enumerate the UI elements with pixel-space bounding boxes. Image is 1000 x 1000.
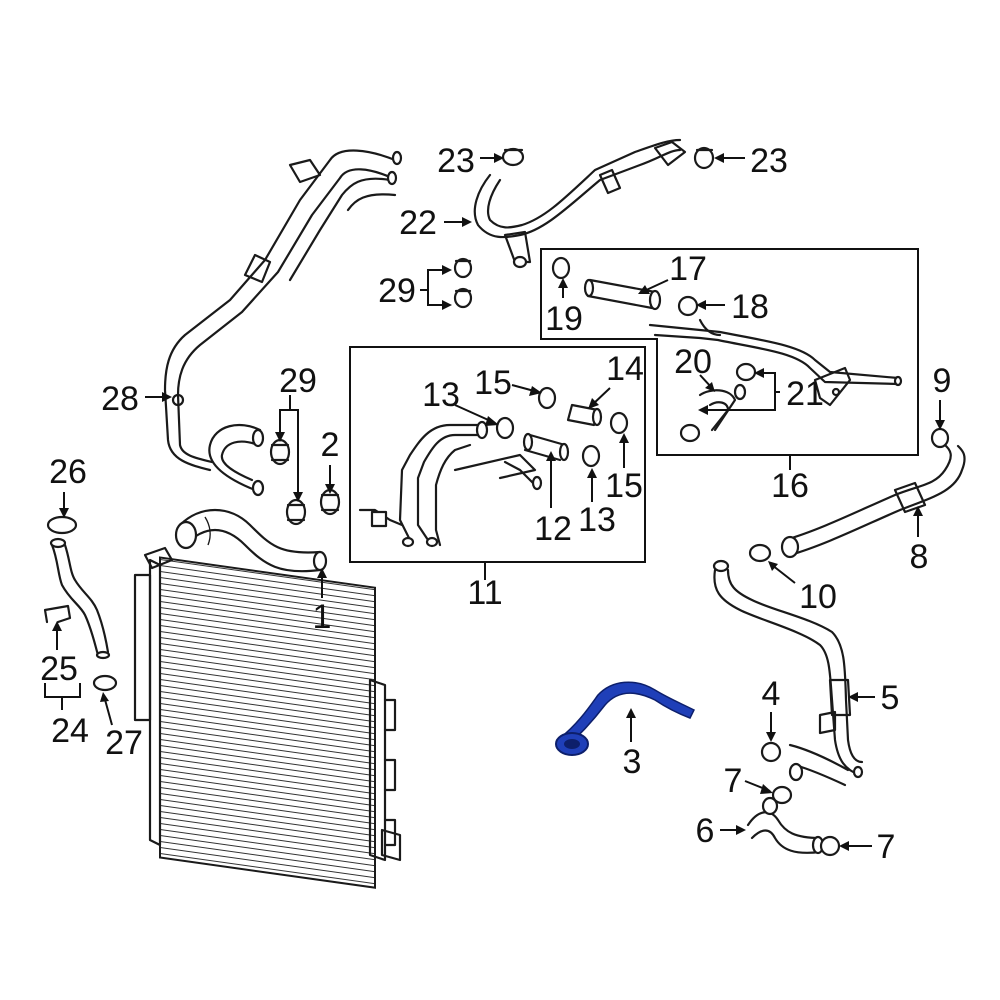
clamp-9[interactable] <box>930 427 950 449</box>
hose-22[interactable] <box>473 138 687 269</box>
clamp-23-right[interactable] <box>693 146 715 170</box>
clamp-13-upper[interactable] <box>495 416 515 440</box>
clamp-21-lower[interactable] <box>679 423 701 443</box>
clamp-27[interactable] <box>92 674 118 692</box>
callout-29-top: 29 <box>378 272 416 310</box>
callout-7-upper: 7 <box>724 762 743 800</box>
clamp-7-lower[interactable] <box>819 835 841 857</box>
callout-6: 6 <box>696 812 715 850</box>
hose-12[interactable] <box>522 432 570 462</box>
group-box-16 <box>540 248 919 456</box>
upper-radiator-hose[interactable] <box>174 508 328 573</box>
radiator[interactable] <box>133 546 402 889</box>
callout-2: 2 <box>321 426 340 464</box>
callout-20: 20 <box>674 343 712 381</box>
leader-lines <box>44 153 945 851</box>
callout-15-top: 15 <box>474 364 512 402</box>
callout-3: 3 <box>623 743 642 781</box>
coolant-pipe-assembly-28[interactable] <box>163 149 403 497</box>
callout-21: 21 <box>786 375 824 413</box>
hose-17[interactable] <box>583 278 662 311</box>
callout-23-right: 23 <box>750 142 788 180</box>
callout-16: 16 <box>771 467 809 505</box>
clamp-29-top-a[interactable] <box>453 257 473 279</box>
callout-labels: 1 2 3 4 5 6 7 7 8 9 10 11 12 13 13 14 15… <box>40 142 951 866</box>
callout-9: 9 <box>933 362 952 400</box>
callout-5: 5 <box>881 679 900 717</box>
clamp-29-top-b[interactable] <box>453 287 473 309</box>
callout-19: 19 <box>545 300 583 338</box>
hose-3-highlighted[interactable] <box>555 681 696 756</box>
callout-26: 26 <box>49 453 87 491</box>
clamp-4[interactable] <box>760 741 782 763</box>
clamp-7-upper[interactable] <box>771 785 793 805</box>
callout-7-lower: 7 <box>877 828 896 866</box>
callout-10: 10 <box>799 578 837 616</box>
clamp-10[interactable] <box>748 543 772 563</box>
callout-18: 18 <box>731 288 769 326</box>
clamp-26[interactable] <box>46 515 78 535</box>
clamp-29-lower[interactable] <box>285 498 307 526</box>
group-box-11 <box>349 346 646 563</box>
clamp-18[interactable] <box>677 295 699 317</box>
callout-1: 1 <box>313 598 332 636</box>
callout-24: 24 <box>51 712 89 750</box>
clamp-29-upper[interactable] <box>269 438 291 466</box>
clamp-15-right[interactable] <box>609 411 629 435</box>
callout-13-upper: 13 <box>422 376 460 414</box>
callout-15-right: 15 <box>605 467 643 505</box>
hose-6[interactable] <box>746 796 825 855</box>
hose-14[interactable] <box>566 403 603 427</box>
pipe-5[interactable] <box>712 559 864 787</box>
callout-22: 22 <box>399 204 437 242</box>
callout-28: 28 <box>101 380 139 418</box>
callout-27: 27 <box>105 724 143 762</box>
clamp-15-left[interactable] <box>537 386 557 410</box>
callout-12: 12 <box>534 510 572 548</box>
callout-17: 17 <box>669 250 707 288</box>
clamp-19[interactable] <box>551 256 571 280</box>
hose-24[interactable] <box>49 537 111 660</box>
clamp-23-left[interactable] <box>501 147 525 167</box>
clamp-13-lower[interactable] <box>581 444 601 468</box>
callout-11: 11 <box>467 574 502 612</box>
callout-29-left: 29 <box>279 362 317 400</box>
callout-25: 25 <box>40 650 78 688</box>
pipe-16[interactable] <box>648 318 903 407</box>
clip-25[interactable] <box>43 604 72 624</box>
hose-8[interactable] <box>780 443 966 559</box>
pipe-assembly-11[interactable] <box>358 420 543 548</box>
callout-4: 4 <box>762 675 781 713</box>
clamp-21-upper[interactable] <box>735 362 757 382</box>
callout-13-lower: 13 <box>578 501 616 539</box>
callout-8: 8 <box>910 538 929 576</box>
callout-14: 14 <box>606 350 644 388</box>
callout-23-left: 23 <box>437 142 475 180</box>
